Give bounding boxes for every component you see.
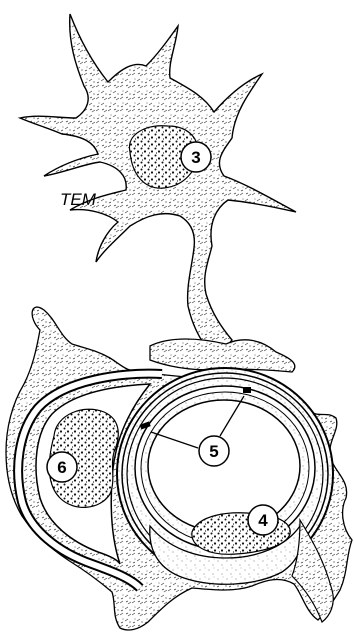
callout-6: 6 — [47, 452, 77, 482]
callout-4: 4 — [248, 505, 278, 535]
svg-text:3: 3 — [191, 148, 200, 167]
callout-5: 5 — [199, 436, 229, 466]
caption-tem: TEM — [60, 190, 97, 209]
svg-text:5: 5 — [209, 442, 218, 461]
tight-junction-right — [243, 387, 251, 393]
svg-text:6: 6 — [57, 458, 66, 477]
callout-3: 3 — [181, 142, 211, 172]
svg-text:4: 4 — [258, 511, 268, 530]
vessel-lumen — [148, 400, 300, 532]
